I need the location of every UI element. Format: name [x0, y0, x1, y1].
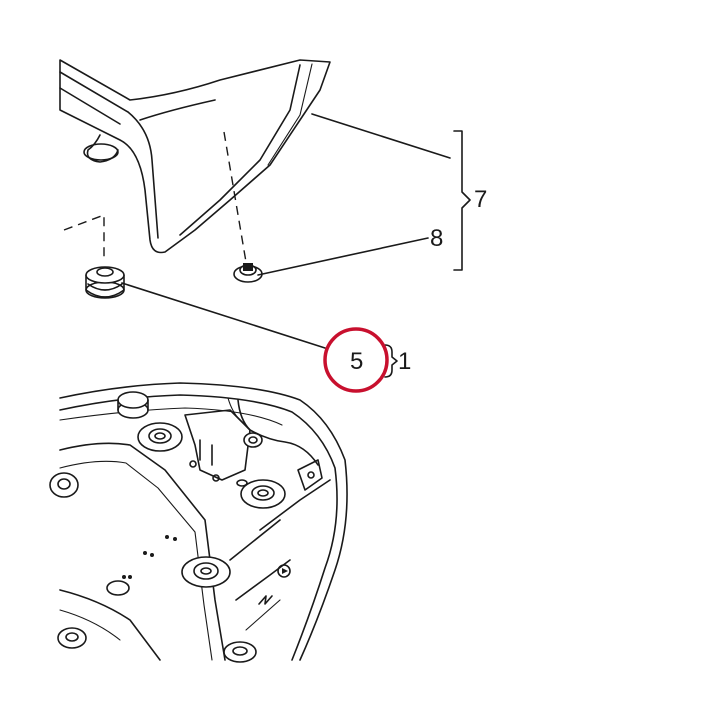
centerline-left	[63, 213, 105, 260]
callout-5: 5	[350, 348, 363, 375]
boss-bottom	[223, 641, 257, 663]
brace-1	[384, 344, 398, 378]
boss-edge-left	[49, 472, 79, 498]
leader-8	[257, 237, 429, 276]
boss-center	[240, 479, 286, 509]
leader-7	[311, 113, 451, 159]
callout-7: 7	[474, 186, 487, 213]
boss-lower	[181, 556, 231, 588]
seat	[59, 59, 331, 254]
callout-1: 1	[398, 348, 411, 375]
boss-bottom-left	[57, 627, 87, 649]
rubber-damper	[85, 266, 125, 299]
leader-5	[121, 282, 326, 349]
frame-base	[49, 382, 348, 663]
seat-grommet	[233, 263, 263, 283]
bracket-7	[453, 130, 471, 271]
callout-8: 8	[430, 225, 443, 252]
boss-top	[117, 391, 149, 419]
highlight-circle	[323, 327, 389, 393]
centerline-right	[223, 131, 247, 263]
boss-left	[137, 422, 183, 452]
